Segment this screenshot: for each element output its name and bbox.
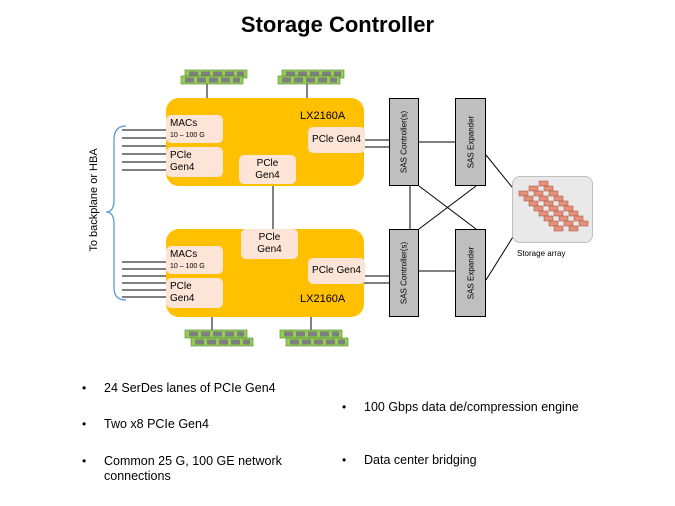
soc-bottom-pcie-left: PCle Gen4 — [166, 278, 223, 308]
disk-stack-icon — [518, 180, 589, 232]
left-bracket — [105, 125, 127, 301]
soc-bottom-pcie-right: PCle Gen4 — [308, 258, 365, 284]
sas-cross-lines — [409, 141, 517, 281]
memory-module-bottom-left — [184, 329, 254, 347]
bullet-left-3: •Common 25 G, 100 GE network connections — [82, 454, 282, 483]
pcie-to-sas-lines — [363, 139, 389, 284]
memory-module-top-right — [277, 69, 345, 85]
memory-module-top-left — [180, 69, 248, 85]
sas-controller-bottom: SAS Controller(s) — [389, 229, 419, 317]
sas-expander-top: SAS Expander — [455, 98, 486, 186]
soc-top: LX2160A MACs 10 – 100 G PCle Gen4 PCle G… — [166, 98, 365, 186]
sas-controller-top: SAS Controller(s) — [389, 98, 419, 186]
soc-bottom-name: LX2160A — [300, 293, 346, 305]
bullet-right-2: •Data center bridging — [342, 453, 477, 467]
soc-bottom: PCle Gen4 MACs 10 – 100 G PCle Gen4 PCle… — [166, 229, 365, 317]
soc-top-pcie-bottom: PCle Gen4 — [239, 155, 296, 184]
bullet-left-2: •Two x8 PCIe Gen4 — [82, 417, 209, 431]
memory-module-bottom-right — [279, 329, 349, 347]
bullet-right-1: •100 Gbps data de/compression engine — [342, 400, 579, 414]
backplane-label: To backplane or HBA — [88, 148, 100, 252]
storage-array-label: Storage array — [517, 249, 566, 258]
storage-array — [512, 176, 593, 243]
soc-top-pcie-left: PCle Gen4 — [166, 147, 223, 177]
memory-stems — [206, 84, 312, 330]
bottom-link-lines — [122, 261, 167, 298]
bullet-left-1: •24 SerDes lanes of PCIe Gen4 — [82, 381, 276, 395]
soc-bottom-pcie-top: PCle Gen4 — [241, 229, 298, 259]
soc-top-pcie-right: PCle Gen4 — [308, 127, 365, 153]
sas-expander-bottom: SAS Expander — [455, 229, 486, 317]
top-link-lines — [122, 129, 167, 171]
soc-bottom-macs: MACs 10 – 100 G — [166, 246, 223, 274]
soc-top-macs: MACs 10 – 100 G — [166, 115, 223, 143]
page-title: Storage Controller — [240, 12, 435, 37]
soc-top-name: LX2160A — [300, 110, 346, 122]
